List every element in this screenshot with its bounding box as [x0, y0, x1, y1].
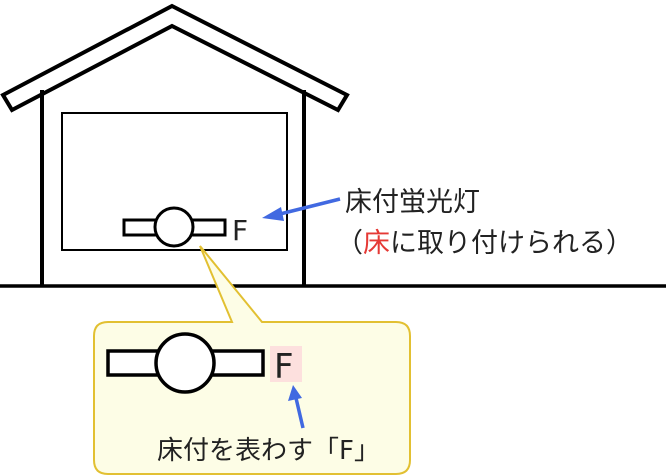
mounting-note-label: （床に取り付けられる） [336, 228, 633, 259]
house-roof [0, 3, 350, 113]
symbol-letter-f: F [232, 214, 248, 247]
fixture-symbol-large [106, 332, 265, 394]
fixture-symbol-small [122, 206, 227, 248]
callout-caption: 床付を表わす「F」 [157, 436, 380, 466]
callout-letter-highlight [270, 346, 302, 382]
fixture-name-label: 床付蛍光灯 [345, 187, 480, 218]
note-paren-open: （ [336, 228, 363, 259]
callout-letter-f: F [274, 347, 294, 387]
callout-arrow [288, 385, 305, 429]
label-arrow [262, 197, 341, 221]
note-paren-rest: に取り付けられる） [390, 228, 633, 259]
note-highlight-char: 床 [363, 228, 390, 259]
